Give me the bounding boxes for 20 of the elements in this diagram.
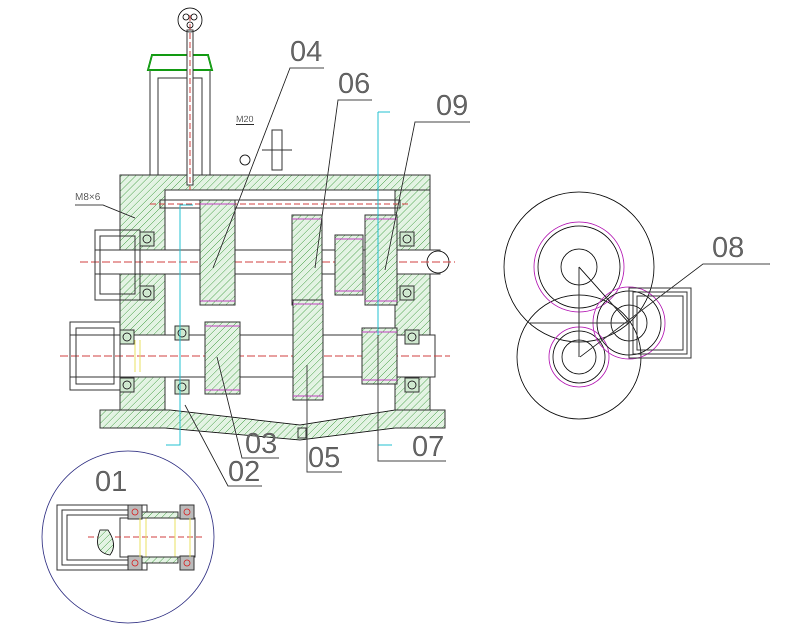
callout-number: 04	[290, 38, 322, 68]
callout-number: 08	[712, 234, 744, 264]
leader-line	[314, 100, 372, 268]
detail-label: 01	[95, 468, 128, 497]
leader-line	[216, 356, 280, 458]
leader-line	[184, 404, 262, 486]
leader-line	[580, 264, 770, 358]
callout-number: 02	[228, 458, 260, 486]
callout-number: M8×6	[75, 193, 100, 205]
leader-line	[378, 334, 446, 462]
callout-number: 05	[308, 444, 340, 472]
leader-line	[74, 204, 136, 218]
thread-size-label: M20	[236, 115, 254, 125]
callout-number: 06	[338, 70, 370, 100]
leader-line	[212, 68, 324, 268]
leader-line	[384, 122, 470, 270]
callout-number: 03	[245, 430, 278, 458]
leader-line	[306, 364, 342, 472]
callout-number: 07	[412, 433, 444, 461]
callout-number: 09	[436, 92, 468, 122]
